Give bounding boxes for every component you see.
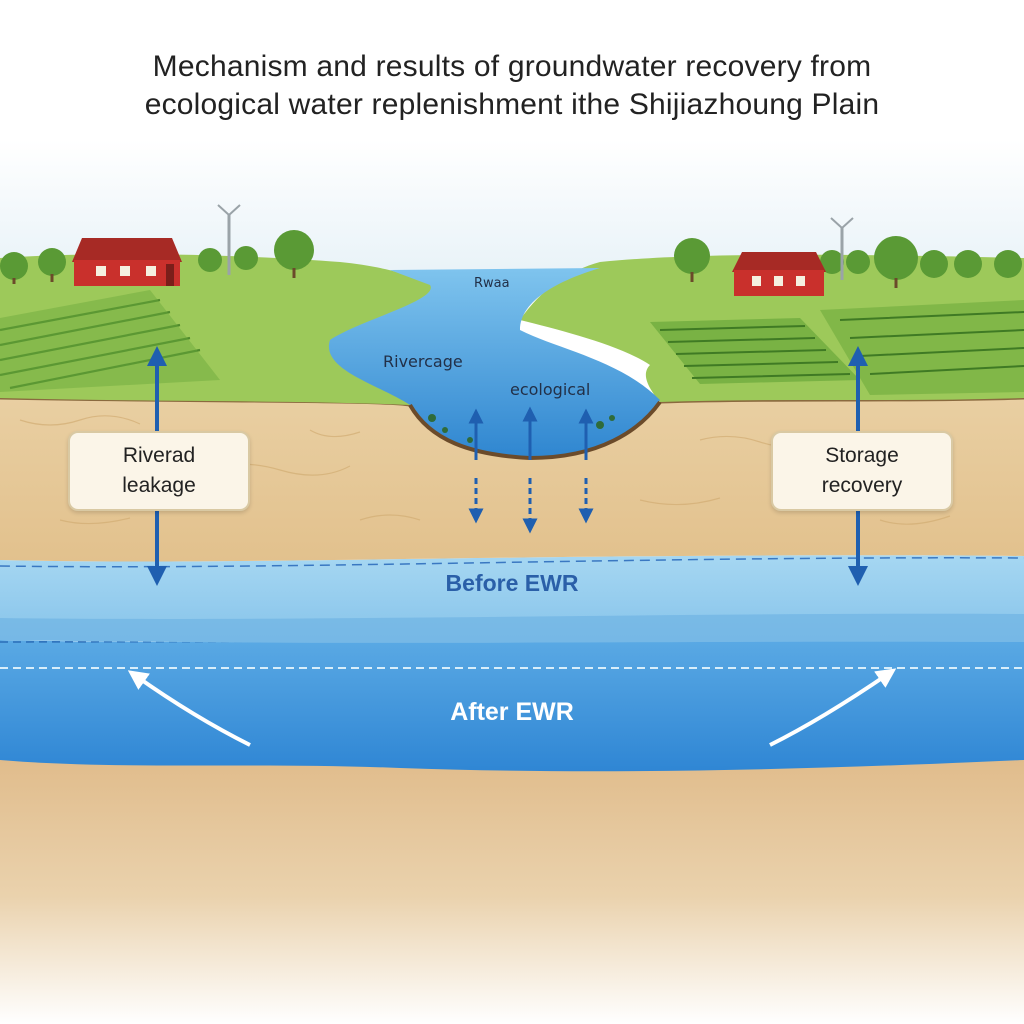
title-line-1: Mechanism and results of groundwater rec… <box>152 50 872 83</box>
storage-recovery-label-line1: Storage <box>825 444 899 467</box>
after-ewr-label: After EWR <box>450 698 574 726</box>
vadose-soil-layer <box>0 398 1024 562</box>
river-infiltration-arrows <box>468 406 594 534</box>
river <box>328 268 660 458</box>
left-crop-rows <box>0 298 201 390</box>
barn-left <box>72 238 182 286</box>
river-label-top: Rwaa <box>474 276 510 291</box>
right-rise-arrow <box>769 668 897 747</box>
riverbed-leakage-label: Riverad leakage <box>68 431 250 511</box>
river-label-middle: Rivercage <box>383 352 463 371</box>
wind-turbine-right <box>830 217 854 280</box>
river-label-ecological: ecological <box>510 380 591 399</box>
after-ewr-water-layer <box>0 639 1024 772</box>
storage-recovery-label: Storage recovery <box>771 431 953 511</box>
before-ewr-water-table-line <box>0 557 1024 568</box>
left-rise-arrow <box>127 670 251 747</box>
barn-right <box>732 252 826 296</box>
wind-turbine-left <box>217 204 241 275</box>
before-ewr-lower-band <box>0 613 1024 643</box>
river-bed-plants <box>428 414 615 443</box>
riverbed-leakage-label-line2: leakage <box>122 474 196 497</box>
deep-soil-layer <box>0 740 1024 1024</box>
riverbed-leakage-label-line1: Riverad <box>122 444 196 467</box>
before-ewr-label: Before EWR <box>445 570 579 596</box>
title-line-2: ecological water replenishment ithe Shij… <box>144 88 880 121</box>
trees <box>0 230 1022 288</box>
storage-recovery-label-line2: recovery <box>821 474 903 497</box>
